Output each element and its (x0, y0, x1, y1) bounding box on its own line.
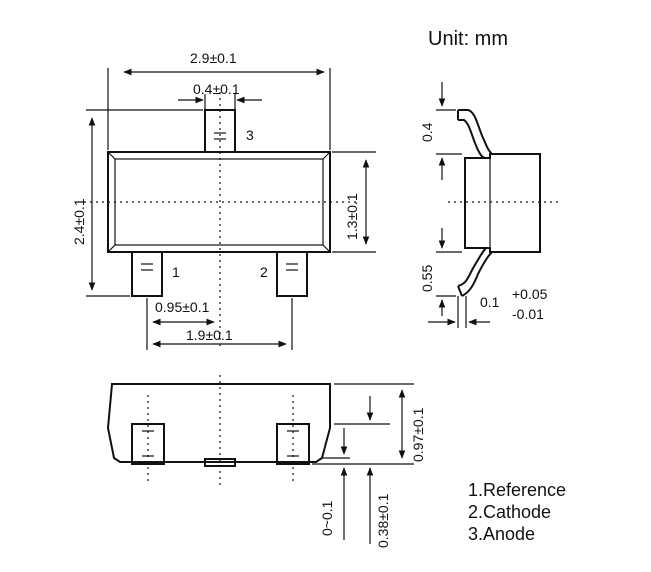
pin-1-label: 1 (172, 264, 180, 280)
top-view: 3 1 2 2.9±0.1 0.4±0.1 2.4±0.1 1.3±0.1 0.… (71, 50, 376, 350)
pin-2-label: 2 (260, 264, 268, 280)
lead-1-top (131, 251, 163, 297)
tolerance-plus: +0.05 (512, 286, 548, 302)
lead-bottom-dimension: 0.55 (419, 265, 435, 292)
pitch-dimension: 0.95±0.1 (155, 299, 210, 315)
legend-item-anode: 3.Anode (468, 524, 535, 544)
legend-item-reference: 1.Reference (468, 480, 566, 500)
legend-item-cathode: 2.Cathode (468, 502, 551, 522)
top-body-outer (107, 151, 331, 253)
front-view: 0.97±0.1 0.38±0.1 0~0.1 (106, 375, 426, 548)
lead-top-dimension: 0.4 (419, 122, 435, 142)
height-dimension: 2.4±0.1 (71, 198, 87, 245)
standoff-dimension: 0~0.1 (319, 500, 335, 536)
pin-3-label: 3 (246, 127, 254, 143)
side-body (464, 153, 541, 253)
tolerance-minus: -0.01 (512, 306, 544, 322)
front-lead-2 (276, 423, 310, 465)
width-dimension: 2.9±0.1 (190, 50, 237, 66)
lead-span-dimension: 1.9±0.1 (186, 327, 233, 343)
side-lead-top (458, 109, 493, 155)
lead-2-top (276, 251, 308, 297)
lead-height-dimension: 0.38±0.1 (375, 493, 391, 548)
side-lead-bottom (461, 251, 493, 297)
unit-label: Unit: mm (428, 28, 508, 50)
total-height-dimension: 0.97±0.1 (410, 407, 426, 462)
lead-thickness-dimension: 0.1 (480, 294, 500, 310)
side-view: 0.4 0.55 0.1 +0.05 -0.01 (419, 82, 560, 328)
lead3-width-dimension: 0.4±0.1 (193, 81, 240, 97)
front-lead-1 (131, 423, 165, 465)
front-body (106, 383, 331, 463)
pin-legend: 1.Reference 2.Cathode 3.Anode (468, 480, 566, 544)
top-body-inner (114, 158, 324, 246)
body-height-dimension: 1.3±0.1 (344, 193, 360, 240)
